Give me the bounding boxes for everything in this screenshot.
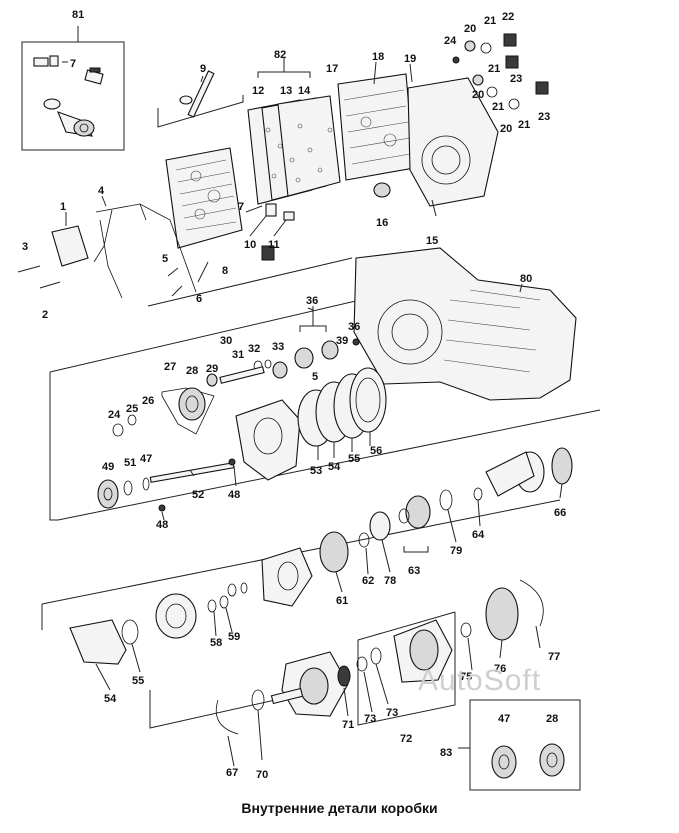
watermark: AutoSoft	[418, 664, 542, 697]
part-label: 1	[60, 201, 66, 213]
transmission-case-80	[353, 247, 577, 401]
part-label: 31	[232, 349, 244, 361]
part-label: 7	[238, 201, 244, 213]
part-label: 52	[192, 489, 204, 501]
part-label: 75	[460, 671, 472, 683]
part-label: 27	[164, 361, 176, 373]
part-label: 33	[272, 341, 284, 353]
part-label: 71	[342, 719, 354, 731]
part-label: 30	[220, 335, 232, 347]
diagram-caption: Внутренние детали коробки	[241, 800, 438, 816]
part-label: 72	[400, 733, 412, 745]
solenoid-kit-81	[33, 55, 104, 137]
part-label: 73	[364, 713, 376, 725]
part-label: 54	[104, 693, 117, 705]
part-label: 21	[484, 15, 496, 27]
leader-lines	[62, 26, 563, 767]
part-label: 73	[386, 707, 398, 719]
part-label: 54	[328, 461, 341, 473]
part-label: 66	[554, 507, 566, 519]
part-label: 63	[408, 565, 420, 577]
part-label: 16	[376, 217, 388, 229]
part-label: 32	[248, 343, 260, 355]
part-label: 55	[348, 453, 360, 465]
part-label: 24	[444, 35, 457, 47]
part-label: 51	[124, 457, 136, 469]
part-label: 49	[102, 461, 114, 473]
part-label: 47	[140, 453, 152, 465]
part-label: 28	[186, 365, 198, 377]
part-label: 11	[268, 239, 280, 251]
part-label: 24	[108, 409, 121, 421]
part-label: 6	[196, 293, 202, 305]
part-label: 47	[498, 713, 510, 725]
part-label: 21	[492, 101, 504, 113]
part-label: 5	[312, 371, 318, 383]
part-label: 78	[384, 575, 396, 587]
part-label: 48	[156, 519, 168, 531]
part-label: 59	[228, 631, 240, 643]
part-label: 48	[228, 489, 240, 501]
part-label: 81	[72, 9, 84, 21]
part-label: 4	[98, 185, 105, 197]
part-label: 76	[494, 663, 506, 675]
part-label: 2	[42, 309, 48, 321]
part-label: 10	[244, 239, 256, 251]
gear-kit-83	[491, 743, 565, 779]
part-label: 18	[372, 51, 384, 63]
part-label: 14	[298, 85, 311, 97]
part-label: 23	[510, 73, 522, 85]
part-label: 55	[132, 675, 144, 687]
part-label: 20	[500, 123, 512, 135]
part-label: 67	[226, 767, 238, 779]
brake-band-group	[69, 593, 229, 665]
part-label: 8	[222, 265, 228, 277]
part-label: 77	[548, 651, 560, 663]
part-label: 53	[310, 465, 322, 477]
part-number-labels: 81 7 9 82 12 13 14 17 18 19 24 20 21 22 …	[22, 9, 566, 781]
group-frames	[21, 30, 601, 791]
part-label: 22	[502, 11, 514, 23]
part-label: 5	[162, 253, 168, 265]
valve-body-upper	[17, 33, 549, 299]
part-label: 20	[464, 23, 476, 35]
part-label: 28	[546, 713, 558, 725]
part-label: 12	[252, 85, 264, 97]
part-label: 26	[142, 395, 154, 407]
part-label: 79	[450, 545, 462, 557]
part-label: 3	[22, 241, 28, 253]
part-label: 82	[274, 49, 286, 61]
part-label: 61	[336, 595, 348, 607]
part-label: 58	[210, 637, 222, 649]
part-label: 70	[256, 769, 268, 781]
part-label: 36	[306, 295, 318, 307]
part-label: 23	[538, 111, 550, 123]
part-label: 25	[126, 403, 138, 415]
part-label: 83	[440, 747, 452, 759]
part-label: 80	[520, 273, 532, 285]
part-label: 64	[472, 529, 485, 541]
part-label: 20	[472, 89, 484, 101]
part-label: 29	[206, 363, 218, 375]
part-label: 7	[70, 58, 76, 70]
part-label: 19	[404, 53, 416, 65]
clutch-drum-group	[227, 447, 573, 607]
part-label: 21	[518, 119, 530, 131]
drive-chain-group	[112, 338, 387, 481]
part-label: 15	[426, 235, 438, 247]
part-label: 9	[200, 63, 206, 75]
part-label: 17	[326, 63, 338, 75]
planetary-group	[215, 579, 544, 735]
part-label: 36	[348, 321, 360, 333]
part-label: 62	[362, 575, 374, 587]
part-label: 21	[488, 63, 500, 75]
part-label: 13	[280, 85, 292, 97]
output-shaft-group	[97, 458, 236, 512]
part-label: 39	[336, 335, 348, 347]
part-label: 56	[370, 445, 382, 457]
